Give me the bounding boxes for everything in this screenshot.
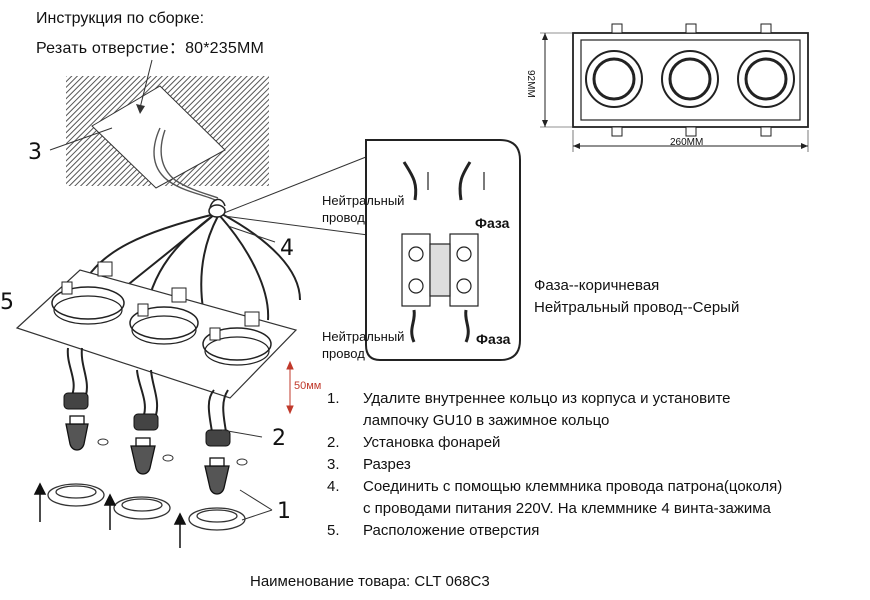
callout-4: 4 (280, 236, 294, 261)
legend-neutral: Нейтральный провод--Серый (534, 299, 740, 316)
assembly-steps: 1.Удалите внутреннее кольцо из корпуса и… (327, 388, 783, 542)
depth-dimension (286, 360, 294, 415)
callout-2: 2 (272, 426, 286, 451)
height-dimension-label: 92MM (525, 70, 536, 98)
step-item: 3.Разрез (327, 456, 411, 473)
gu10-bulbs (65, 415, 230, 495)
fixture-housing (15, 261, 298, 399)
step-item: 4.Соединить с помощью клеммника провода … (327, 478, 783, 517)
clip-rings (47, 483, 246, 531)
phase-label-bottom: Фаза (476, 331, 511, 347)
phase-label-top: Фаза (475, 215, 510, 231)
step-item: 2.Установка фонарей (327, 434, 501, 451)
step-item: 5.Расположение отверстия (327, 522, 540, 539)
ceiling-cutout-drawing (49, 59, 269, 201)
legend-phase: Фаза--коричневая (534, 277, 660, 294)
front-view-drawing (540, 23, 809, 152)
wire-color-legend: Фаза--коричневая Нейтральный провод--Сер… (534, 275, 739, 319)
callout-3: 3 (28, 140, 42, 165)
width-dimension-label: 260MM (670, 137, 704, 148)
depth-dimension-label: 50мм (294, 380, 322, 392)
up-arrows (33, 482, 187, 548)
terminal-block-zoom (365, 139, 521, 361)
cutout-size: Резать отверстие：80*235MM (36, 40, 265, 57)
callout-1: 1 (277, 499, 291, 524)
callout-5: 5 (0, 290, 14, 315)
wire-connector (208, 198, 226, 218)
product-name: Наименование товара: CLT 068C3 (250, 573, 490, 590)
instruction-title: Инструкция по сборке: (36, 10, 205, 27)
lamp-sockets (66, 347, 229, 433)
step-item: 1.Удалите внутреннее кольцо из корпуса и… (327, 390, 731, 429)
